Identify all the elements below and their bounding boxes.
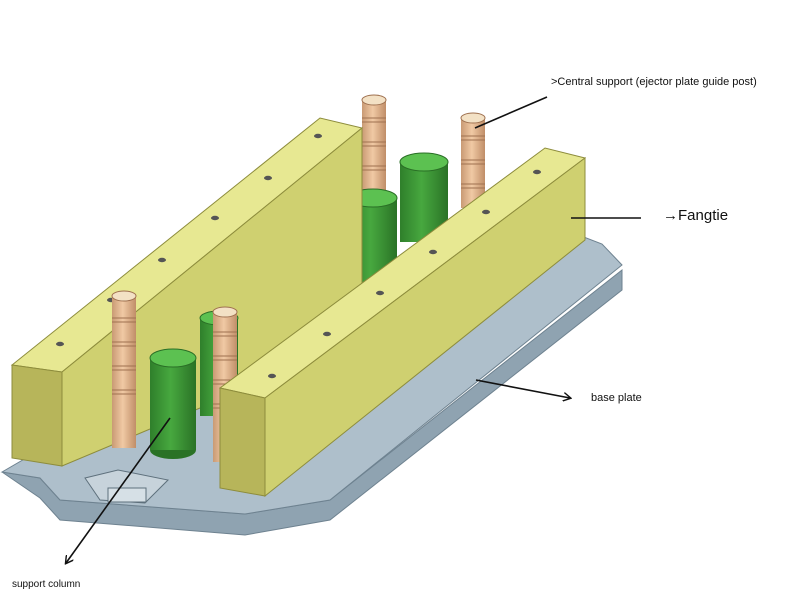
fangtie-right-hole [429,249,437,255]
fangtie-right-hole [533,169,541,175]
fangtie-right-end [219,387,266,497]
fangtie-left-hole [264,175,272,181]
guide-post-back-right [460,112,486,208]
guide-post-front-left [111,290,137,448]
base-plate-arrow [475,379,570,398]
base-plate-slot-notch [107,487,147,503]
support-column-label: support column [12,579,81,590]
base-plate-label: base plate [591,392,642,404]
base-plate-slot [84,469,170,504]
fangtie-label: →Fangtie [663,207,729,224]
central-support-leader [474,96,548,129]
fangtie-left-hole [56,341,64,347]
guide-post-back-left [361,94,387,195]
fangtie-left-hole [211,215,219,221]
fangtie-left-hole [158,257,166,263]
fangtie-right-hole [376,290,384,296]
fangtie-right-hole [323,331,331,337]
support-column-front [149,348,197,459]
fangtie-left-hole [314,133,322,139]
fangtie-left [10,117,364,467]
fangtie-right-hole [482,209,490,215]
central-support-label: >Central support (ejector plate guide po… [551,76,757,88]
fangtie-left-end [11,364,63,467]
fangtie-right [218,147,587,498]
fangtie-right-hole [268,373,276,379]
support-column-arrow [66,417,171,563]
